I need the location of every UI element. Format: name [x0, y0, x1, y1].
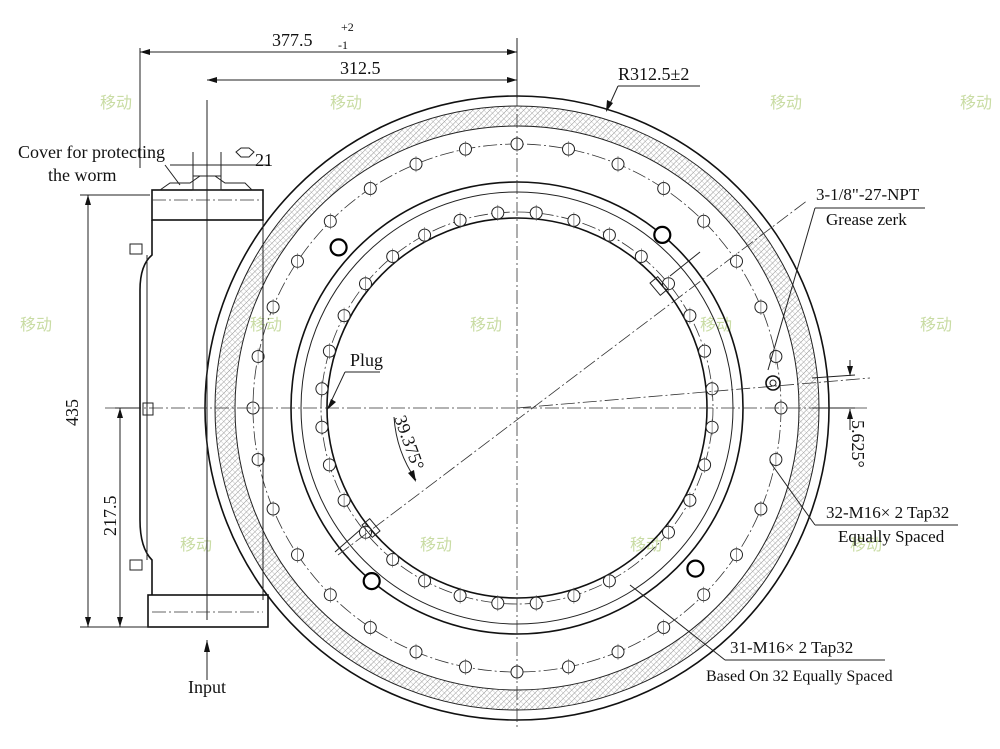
inner-bolt-holes: [315, 204, 719, 612]
hexagon-icon: [235, 147, 255, 158]
labels: 377.5 +2 -1 312.5 R312.5±2 21 Cover for …: [18, 20, 949, 697]
grease-label-line2: Grease zerk: [826, 210, 907, 229]
slewing-ring: [200, 90, 840, 730]
watermark-text: 移动: [100, 93, 132, 112]
inner-holes-label-line2: Based On 32 Equally Spaced: [706, 668, 893, 685]
watermark-text: 移动: [850, 535, 882, 554]
worm-housing: [129, 100, 269, 628]
dimension-lines: [80, 38, 958, 680]
inner-holes-label-line1: 31-M16× 2 Tap32: [730, 638, 853, 657]
outer-holes-label-line2: Equally Spaced: [838, 527, 945, 546]
hex-size-label: 21: [255, 150, 273, 170]
input-label: Input: [188, 677, 226, 697]
grease-label-line1: 3-1/8"-27-NPT: [816, 185, 920, 204]
watermark-text: 移动: [920, 315, 952, 334]
diagonal-centerline-a: [337, 199, 809, 556]
input-arrow-icon: [204, 640, 210, 652]
outer-radius-label: R312.5±2: [618, 64, 689, 84]
height-label: 435: [62, 399, 82, 426]
plug-marks: [334, 251, 701, 553]
overall-tol-upper: +2: [341, 20, 354, 34]
diagonal-centerline-b: [516, 377, 871, 409]
watermark-text: 移动: [20, 315, 52, 334]
lifting-hole: [686, 559, 705, 578]
cover-label-line2: the worm: [48, 165, 116, 185]
plug-label: Plug: [350, 350, 383, 370]
outer-holes-label-line1: 32-M16× 2 Tap32: [826, 503, 949, 522]
lifting-hole: [362, 571, 381, 591]
lifting-hole: [329, 238, 348, 257]
lifting-hole: [653, 225, 672, 244]
center-offset-label: 312.5: [340, 58, 381, 78]
overall-tol-lower: -1: [338, 38, 348, 52]
half-height-label: 217.5: [100, 496, 120, 537]
watermark-text: 移动: [960, 93, 992, 112]
offset-angle-label: 5.625°: [848, 420, 868, 468]
overall-width-label: 377.5: [272, 30, 313, 50]
cover-label-line1: Cover for protecting: [18, 142, 165, 162]
